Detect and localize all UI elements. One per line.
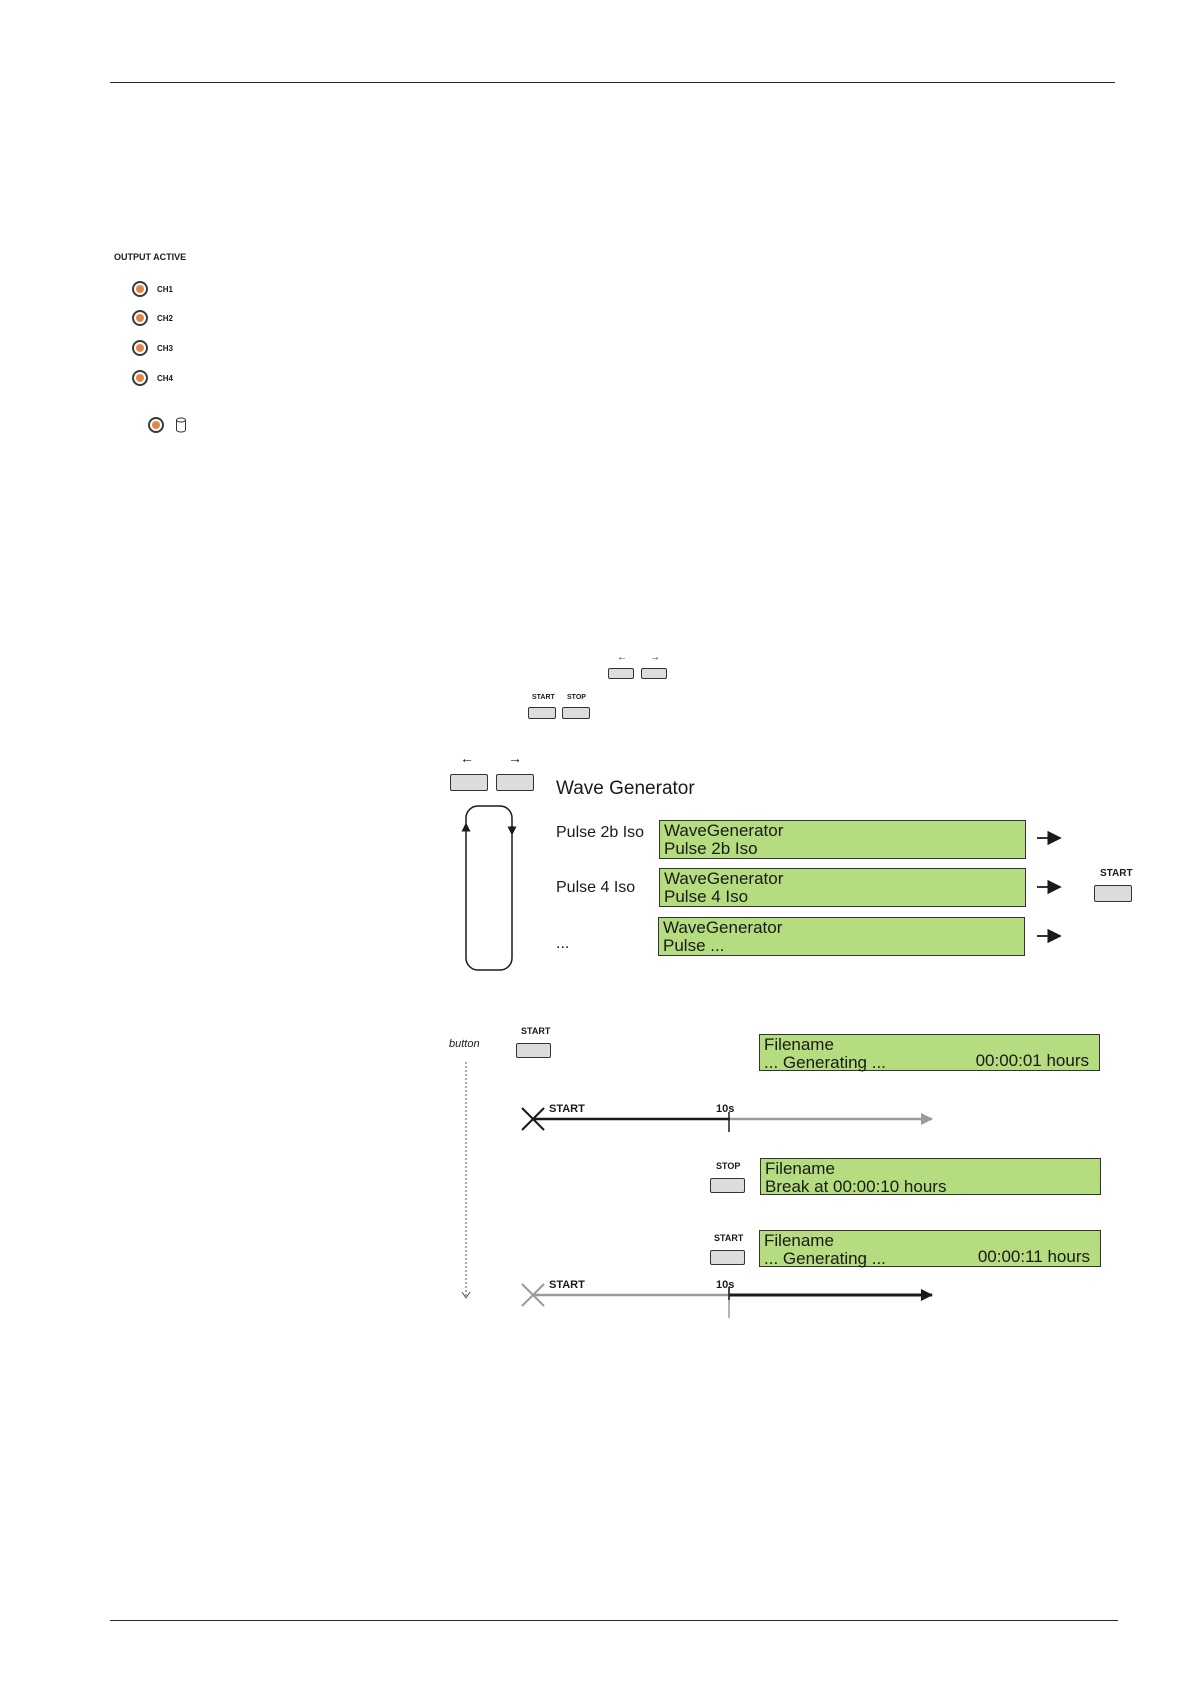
run1-start-label: START — [549, 1103, 585, 1115]
timeline-start-key[interactable] — [516, 1043, 551, 1058]
menu-lcd-2: WaveGenerator Pulse 4 Iso — [659, 868, 1026, 907]
run1-start-cross — [521, 1107, 545, 1131]
timeline-lcd-3-line1: Filename — [764, 1231, 834, 1250]
timeline-lcd-3-line2: ... Generating ... — [764, 1249, 886, 1268]
menu-lcd-2-line2: Pulse 4 Iso — [664, 887, 749, 906]
timeline-lcd-1-line1: Filename — [764, 1035, 834, 1054]
menu-lcd-1-line2: Pulse 2b Iso — [664, 839, 758, 858]
ch3-label: CH3 — [157, 344, 174, 353]
timeline-lcd-2-line1: Filename — [765, 1159, 835, 1178]
inline-left-arrow: ← — [617, 652, 627, 663]
ch1-led — [132, 281, 148, 297]
menu-left-arrow: ← — [460, 750, 474, 766]
footer-rule — [110, 1620, 1118, 1621]
timeline-start-key-2-label: START — [714, 1233, 744, 1243]
run2-start-label: START — [549, 1279, 585, 1291]
timeline-lcd-1-time: 00:00:01 hours — [975, 1051, 1089, 1070]
menu-lcd-3-line2: Pulse ... — [663, 936, 725, 955]
ch3-led — [132, 340, 148, 356]
menu-right-arrow: → — [508, 750, 522, 766]
inline-stop-label: STOP — [567, 694, 586, 701]
menu-item-label-1: Pulse 2b Iso — [556, 824, 645, 841]
timeline-lcd-1: Filename ... Generating ... 00:00:01 hou… — [759, 1034, 1100, 1072]
inline-left-key[interactable] — [608, 668, 634, 679]
timeline-lcd-2: Filename Break at 00:00:10 hours — [760, 1158, 1101, 1196]
run2-start-cross — [521, 1283, 545, 1307]
ch4-label: CH4 — [157, 374, 174, 383]
ch1-label: CH1 — [157, 285, 174, 294]
wave-generator-heading: Wave Generator — [556, 778, 695, 799]
inline-start-label: START — [532, 694, 555, 701]
timeline-axis-label: button — [449, 1038, 480, 1050]
run2-mark-label: 10s — [716, 1279, 735, 1291]
menu-item-label-3: ... — [556, 935, 570, 952]
ch2-led — [132, 310, 148, 326]
menu-lcd-1-line1: WaveGenerator — [664, 821, 784, 840]
timeline-lcd-3: Filename ... Generating ... 00:00:11 hou… — [759, 1230, 1101, 1268]
output-active-title: OUTPUT ACTIVE — [114, 252, 187, 262]
menu-left-key[interactable] — [450, 774, 488, 791]
timeline-stop-key[interactable] — [710, 1178, 745, 1193]
inline-stop-key[interactable] — [562, 707, 590, 719]
menu-lcd-2-line1: WaveGenerator — [664, 869, 784, 888]
run1-mark-label: 10s — [716, 1103, 735, 1115]
menu-lcd-3-line1: WaveGenerator — [663, 918, 783, 937]
menu-item-label-2: Pulse 4 Iso — [556, 879, 636, 896]
ch4-led — [132, 370, 148, 386]
timeline-stop-key-label: STOP — [716, 1161, 741, 1171]
storage-led — [148, 417, 164, 433]
header-rule — [110, 82, 1115, 83]
inline-start-key[interactable] — [528, 707, 556, 719]
inline-right-arrow: → — [650, 652, 660, 663]
timeline-start-key-2[interactable] — [710, 1250, 745, 1265]
inline-right-key[interactable] — [641, 668, 667, 679]
menu-start-label: START — [1100, 868, 1133, 879]
menu-right-key[interactable] — [496, 774, 534, 791]
timeline-lcd-2-line2: Break at 00:00:10 hours — [765, 1177, 947, 1196]
timeline-lcd-3-time: 00:00:11 hours — [977, 1247, 1090, 1266]
menu-start-key[interactable] — [1094, 885, 1132, 902]
ch2-label: CH2 — [157, 314, 174, 323]
menu-cycle-loop — [465, 805, 513, 971]
timeline-start-key-label: START — [521, 1026, 551, 1036]
menu-lcd-1: WaveGenerator Pulse 2b Iso — [659, 820, 1026, 859]
timeline-lcd-1-line2: ... Generating ... — [764, 1053, 886, 1072]
menu-lcd-3: WaveGenerator Pulse ... — [658, 917, 1025, 956]
